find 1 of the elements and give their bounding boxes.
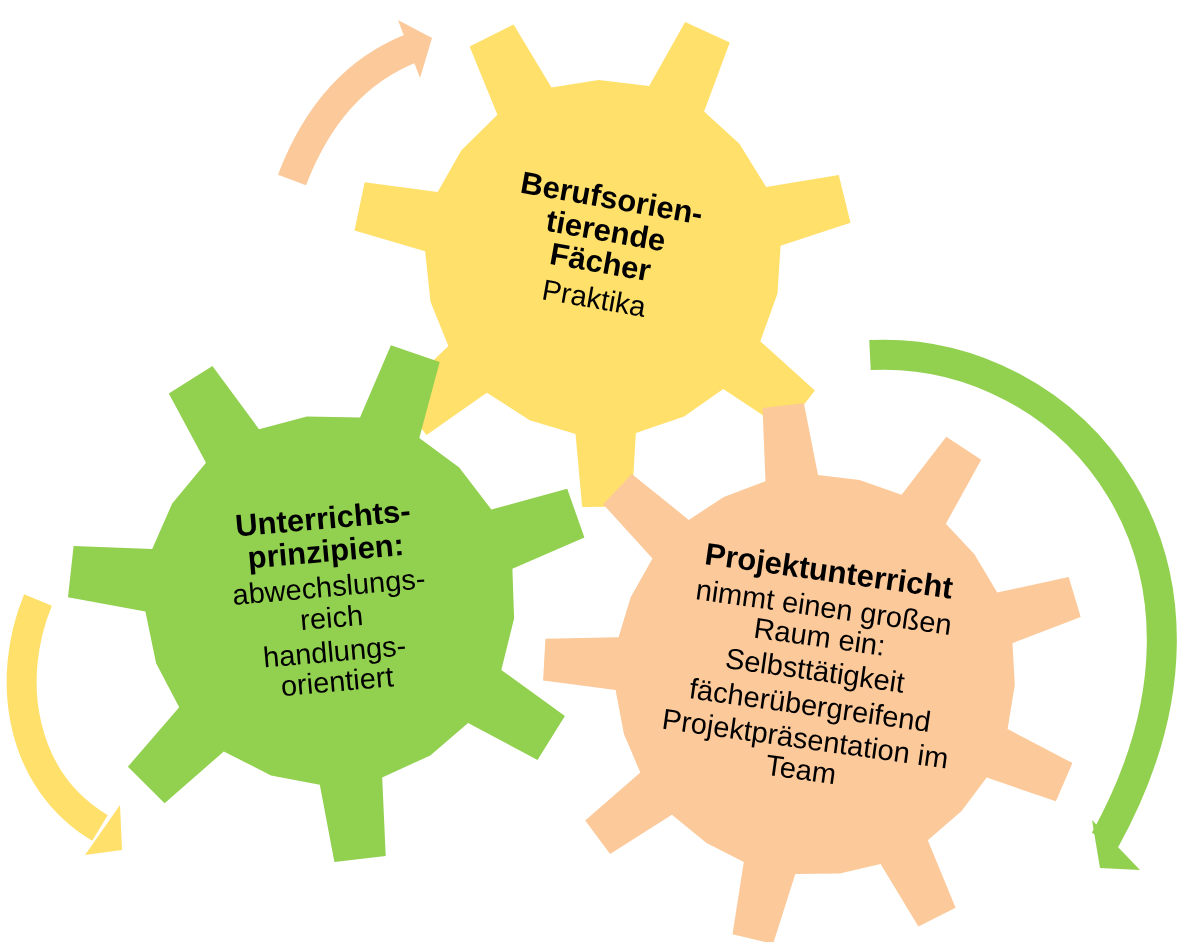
gear-text: handlungs- orientiert [260, 629, 409, 705]
